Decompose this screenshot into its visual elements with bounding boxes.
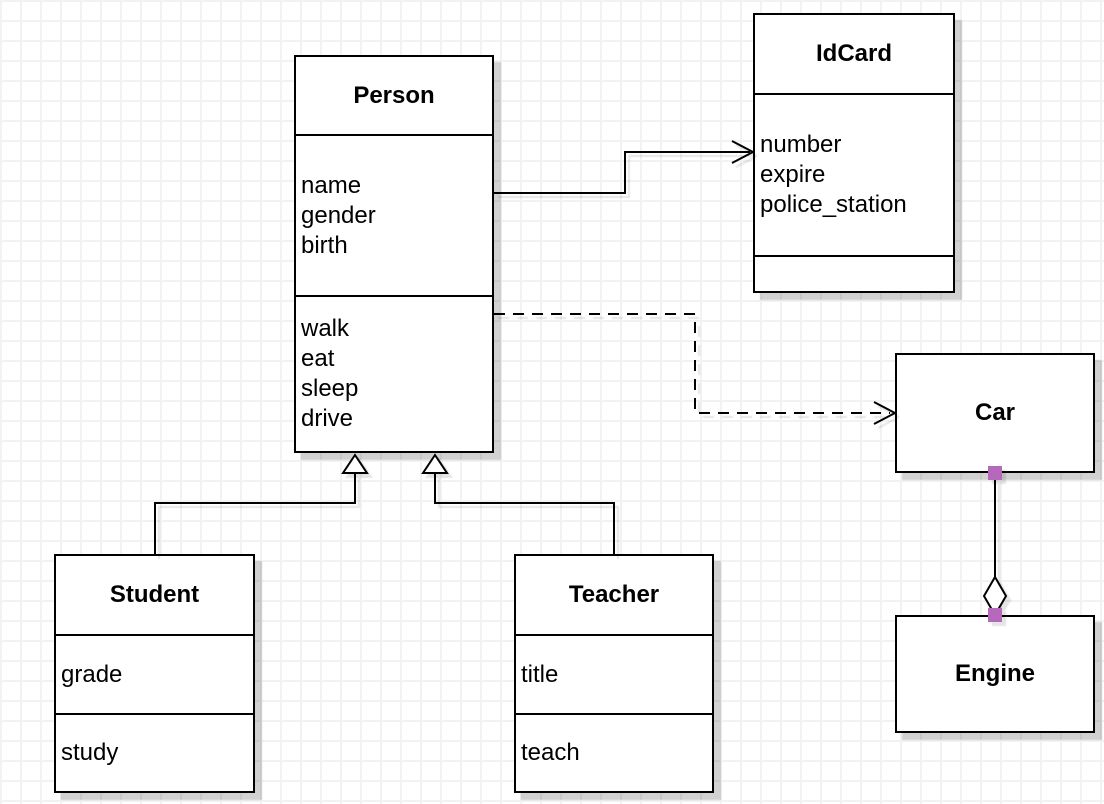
attribute-item: title	[521, 660, 559, 688]
edge-line	[494, 151, 750, 194]
methods-section: study	[56, 713, 253, 791]
method-item: walk	[301, 315, 350, 342]
class-engine[interactable]: Engine	[895, 615, 1095, 733]
edge-line	[154, 474, 356, 555]
edge-generalization-teacher-person[interactable]	[421, 453, 615, 555]
aggregation-diamond-icon	[982, 575, 1008, 617]
class-idcard[interactable]: IdCard number expire police_station	[753, 13, 955, 293]
attribute-item: number	[760, 131, 842, 158]
attribute-item: police_station	[760, 191, 907, 218]
edge-aggregation-car-engine[interactable]	[982, 466, 1008, 622]
method-item: study	[61, 739, 119, 766]
methods-section: walk eat sleep drive	[296, 295, 492, 451]
method-item: teach	[521, 739, 580, 766]
method-item: eat	[301, 345, 335, 372]
attributes-section: title	[516, 634, 712, 713]
methods-section: teach	[516, 713, 712, 791]
class-title: IdCard	[815, 40, 892, 67]
attributes-section: grade	[56, 634, 253, 713]
attributes-section: number expire police_station	[755, 93, 953, 255]
class-student[interactable]: Student grade study	[54, 554, 255, 793]
class-title: Student	[109, 581, 200, 608]
attribute-item: gender	[301, 201, 376, 229]
attribute-item: name	[301, 171, 362, 199]
edge-generalization-student-person[interactable]	[154, 453, 369, 555]
method-item: drive	[301, 405, 354, 432]
edge-dependency-person-car[interactable]	[494, 313, 896, 425]
class-title: Car	[974, 399, 1016, 426]
methods-section-empty	[755, 255, 953, 291]
attribute-item: expire	[760, 161, 826, 188]
edge-line	[494, 313, 890, 414]
open-arrow-icon	[731, 140, 754, 164]
attributes-section: name gender birth	[296, 134, 492, 295]
class-title: Person	[353, 81, 435, 109]
attribute-item: grade	[61, 660, 123, 688]
edge-association-person-idcard[interactable]	[494, 140, 754, 194]
class-car[interactable]: Car	[895, 353, 1095, 473]
generalization-triangle-icon	[421, 453, 449, 474]
method-item: sleep	[301, 375, 359, 402]
class-title: Teacher	[568, 581, 660, 608]
class-teacher[interactable]: Teacher title teach	[514, 554, 714, 793]
attribute-item: birth	[301, 231, 348, 259]
open-arrow-icon	[873, 401, 896, 425]
class-title: Engine	[954, 660, 1035, 687]
edge-line	[434, 474, 615, 555]
generalization-triangle-icon	[341, 453, 369, 474]
class-person[interactable]: Person name gender birth walk eat sleep …	[294, 55, 494, 453]
